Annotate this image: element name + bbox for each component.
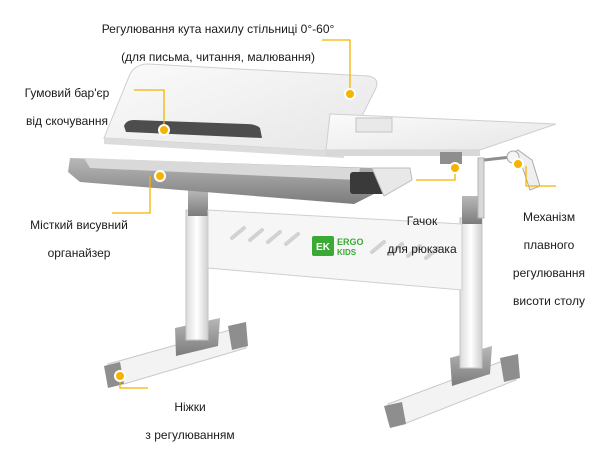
backpack-hook-icon (440, 152, 462, 164)
barrier-callout-line2: від скочування (25, 114, 109, 128)
tilt-callout-line1: Регулювання кута нахилу стільниці 0°-60° (101, 22, 335, 36)
fixed-desktop (325, 113, 557, 164)
right-leg (459, 196, 483, 369)
legs-callout-label: Ніжки з регулюванням (130, 386, 250, 456)
mechanism-callout-line4: висоти столу (513, 294, 585, 308)
legs-callout-dot (114, 370, 126, 382)
organizer-callout-line1: Місткий висувний (30, 218, 128, 232)
drawer (68, 158, 413, 204)
tilt-callout-label: Регулювання кута нахилу стільниці 0°-60°… (80, 8, 356, 78)
mechanism-callout-line2: плавного (523, 238, 575, 252)
legs-callout-line2: з регулюванням (145, 428, 235, 442)
mechanism-callout-dot (512, 158, 524, 170)
tilt-callout-line2: (для письма, читання, малювання) (121, 50, 315, 64)
mechanism-callout-label: Механізм плавного регулювання висоти сто… (500, 196, 598, 322)
hook-callout-line1: Гачок (406, 214, 438, 228)
left-leg (185, 190, 209, 341)
organizer-callout-label: Місткий висувний органайзер (4, 204, 154, 274)
tilt-callout-dot (344, 88, 356, 100)
logo-brand-bottom: KIDS (337, 248, 357, 257)
tilting-desktop (103, 63, 378, 158)
hook-callout-line2: для рюкзака (387, 242, 457, 256)
barrier-callout-line1: Гумовий бар'єр (24, 86, 110, 100)
hook-callout-label: Гачок для рюкзака (372, 200, 472, 270)
right-foot (384, 346, 520, 428)
barrier-callout-line (134, 89, 165, 128)
organizer-callout-line (112, 176, 151, 214)
brand-logo: EK ERGO KIDS (312, 236, 364, 257)
barrier-callout-dot (158, 124, 170, 136)
crossbar-panel (207, 209, 463, 291)
organizer-callout-dot (154, 170, 166, 182)
logo-brand-top: ERGO (337, 237, 364, 247)
tilt-callout-line (322, 39, 351, 92)
legs-callout-line1: Ніжки (174, 400, 206, 414)
hook-callout-line (416, 170, 456, 181)
barrier-callout-label: Гумовий бар'єр від скочування (6, 72, 128, 142)
organizer-callout-line2: органайзер (47, 246, 111, 260)
logo-mark: EK (316, 242, 331, 253)
mechanism-callout-line1: Механізм (522, 210, 576, 224)
mechanism-callout-line3: регулювання (512, 266, 586, 280)
mechanism-callout-line (525, 166, 556, 187)
hook-callout-dot (449, 162, 461, 174)
